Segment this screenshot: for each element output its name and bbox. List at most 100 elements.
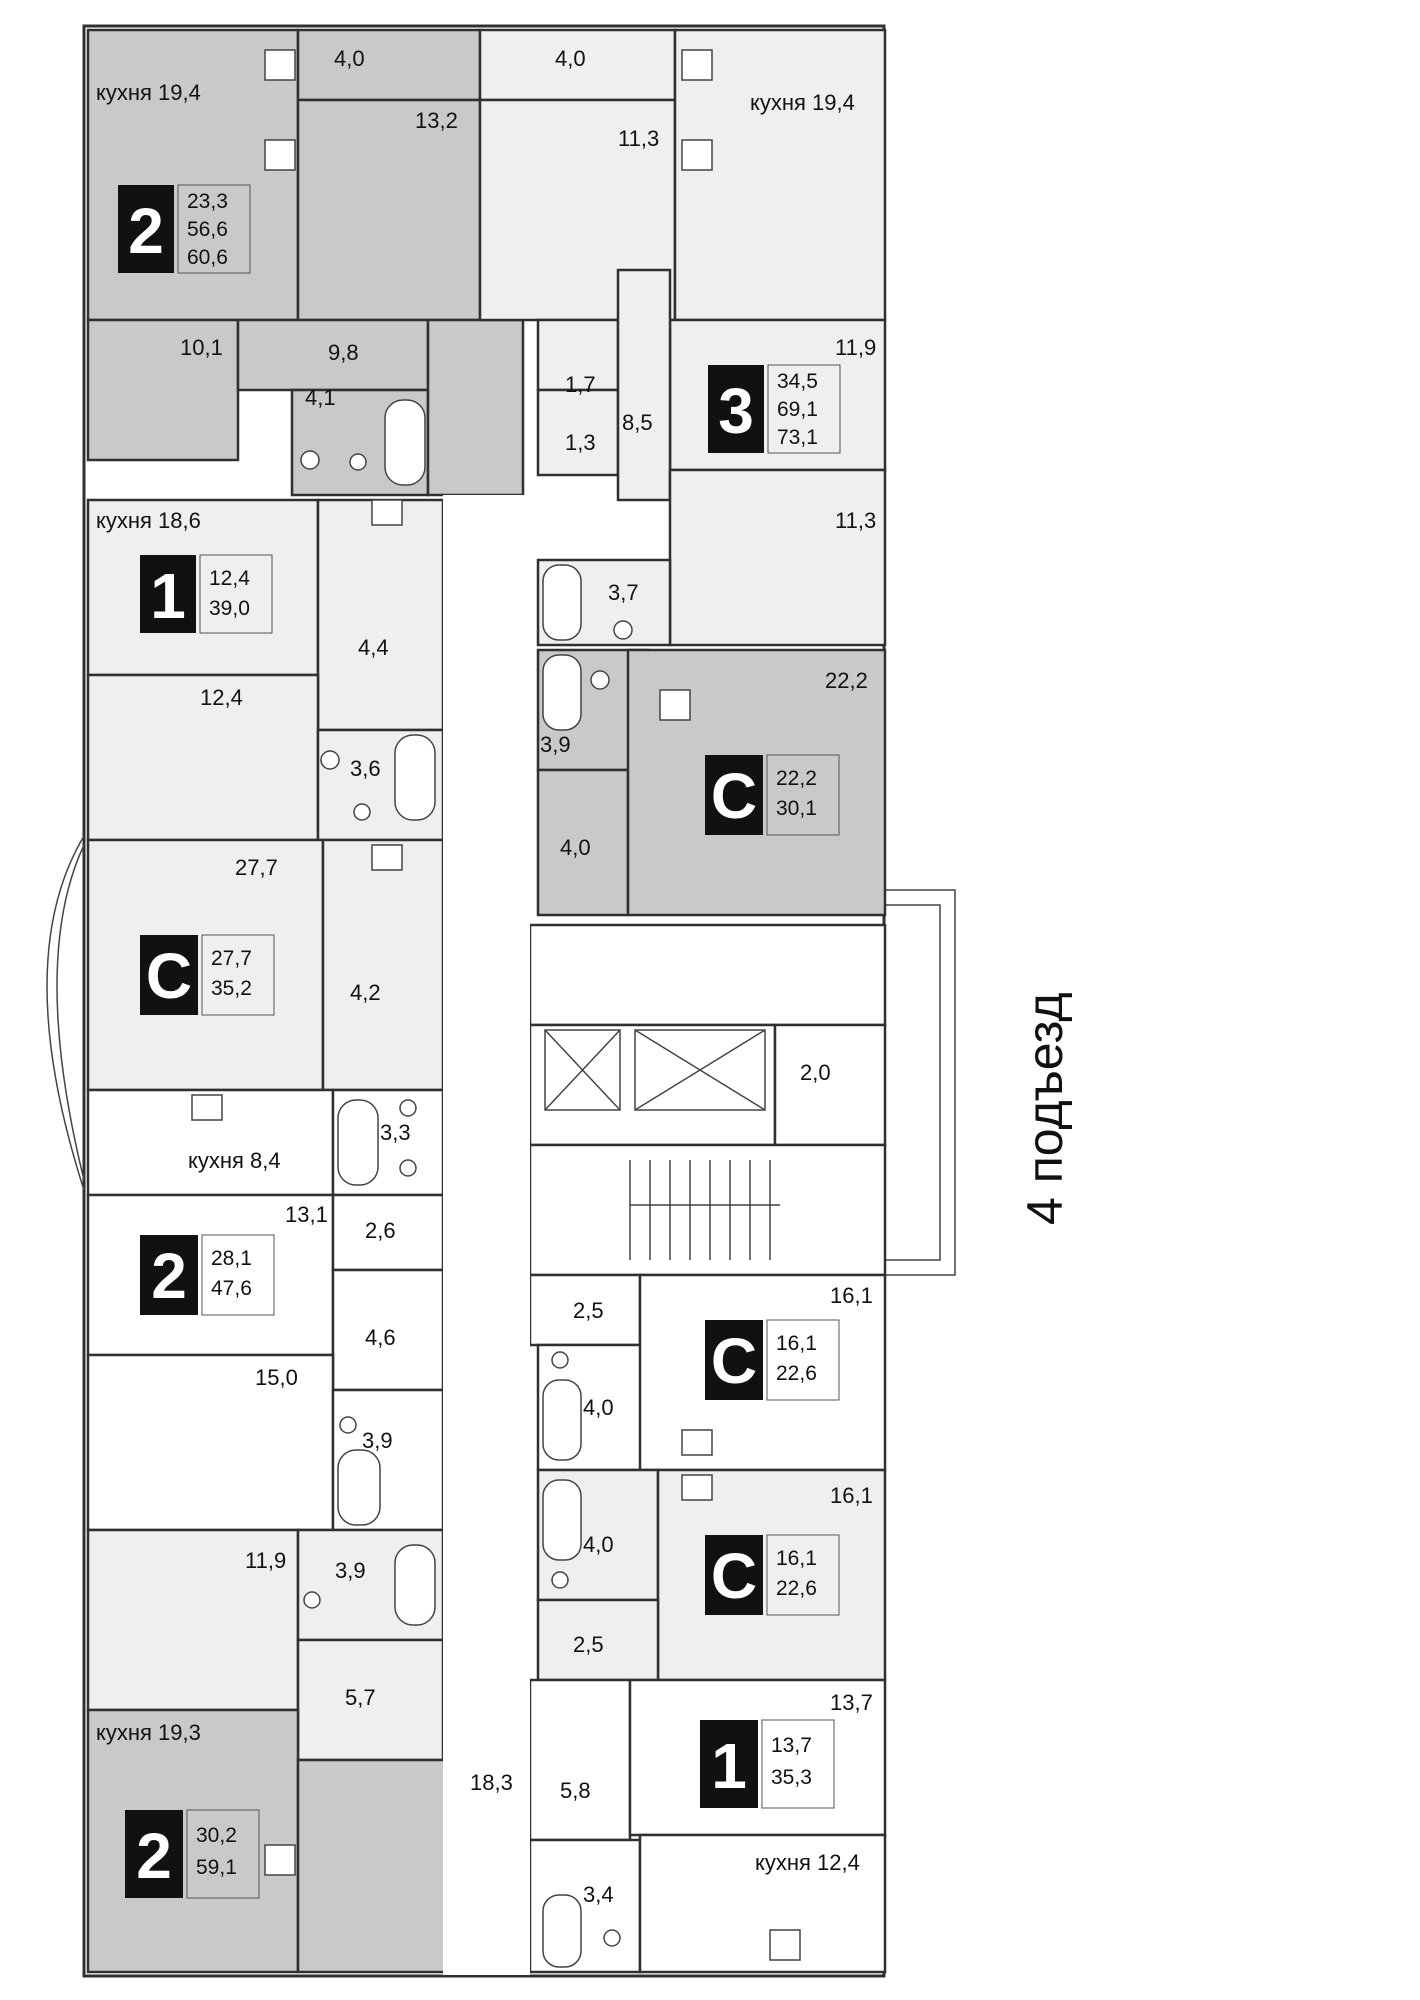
apt-a6-type: 2 (151, 1240, 187, 1312)
room-label: 4,0 (583, 1532, 614, 1557)
room-wc-a6 (331, 1193, 445, 1272)
room-label: 11,3 (618, 126, 659, 151)
room-label: 13,7 (830, 1690, 873, 1715)
room-hall-a4 (536, 768, 630, 917)
room-label: 13,1 (285, 1202, 328, 1227)
apt-a5-type: С (146, 940, 192, 1012)
room-label: кухня 19,4 (96, 80, 201, 105)
apt-a8-area-total: 22,6 (776, 1577, 817, 1600)
apt-a2[interactable]: 3 34,5 69,1 73,1 (708, 364, 841, 454)
room-label: 4,0 (334, 46, 365, 71)
room-hall-a9 (528, 1678, 632, 1842)
room-label: 4,4 (358, 635, 389, 660)
apt-a7-area-total: 22,6 (776, 1362, 817, 1385)
apt-a2-area-total: 69,1 (777, 398, 818, 421)
room-label: 16,1 (830, 1483, 873, 1508)
apt-a9-type: 1 (711, 1730, 747, 1802)
room-label: 4,6 (365, 1325, 396, 1350)
room-bedroom-a1 (296, 98, 482, 322)
apt-a5[interactable]: С 27,7 35,2 (140, 934, 275, 1016)
apt-a4-area-total: 30,1 (776, 797, 817, 820)
room-storage-a2 (536, 388, 620, 477)
apt-a10-area-total: 59,1 (196, 1856, 237, 1879)
room-main-a5 (86, 838, 325, 1092)
apt-a2-type: 3 (718, 375, 754, 447)
entrance-label: 4 подъезд (1017, 992, 1073, 1225)
room-living-a6 (86, 1353, 335, 1532)
apt-a4[interactable]: С 22,2 30,1 (705, 754, 840, 836)
room-label: 5,7 (345, 1685, 376, 1710)
room-hall-a8 (536, 1598, 660, 1682)
room-label: 4,2 (350, 980, 381, 1005)
room-label: 11,9 (245, 1548, 286, 1573)
room-bedroom-a6 (86, 1193, 335, 1357)
room-label: 3,9 (540, 732, 571, 757)
room-hall-a6 (331, 1268, 445, 1392)
room-bedroom-a3 (86, 673, 320, 842)
apt-a3[interactable]: 1 12,4 39,0 (140, 554, 273, 634)
entrance-porch-inner (885, 904, 941, 1261)
room-bedroom2-a2 (668, 468, 887, 647)
bay-window-inner (56, 844, 85, 1181)
room-label: кухня 19,4 (750, 90, 855, 115)
room-label: 15,0 (255, 1365, 298, 1390)
room-label: 10,1 (180, 335, 223, 360)
room-bedroom-a2 (478, 98, 677, 322)
apt-a6-area-total: 47,6 (211, 1277, 252, 1300)
room-label: 27,7 (235, 855, 278, 880)
apt-a8-type: С (711, 1540, 757, 1612)
room-label: 4,0 (560, 835, 591, 860)
stair-steps (629, 1160, 780, 1260)
room-hall-a3 (316, 498, 445, 732)
room-main-a8 (656, 1468, 887, 1682)
room-label: 9,8 (328, 340, 359, 365)
apartment-badges: 2 23,3 56,6 60,6 3 34,5 69,1 73,1 1 12,4… (118, 184, 841, 1899)
room-hall-a10 (296, 1638, 445, 1762)
apt-a9-area-living: 13,7 (771, 1734, 812, 1757)
entrance-porch (885, 889, 956, 1276)
room-label: 3,4 (583, 1882, 614, 1907)
corridor (443, 495, 530, 1975)
room-labels: 4,0 4,0 кухня 19,4 13,2 11,3 кухня 19,4 … (96, 46, 876, 1907)
apt-a1[interactable]: 2 23,3 56,6 60,6 (118, 184, 251, 274)
room-living-a1 (86, 318, 240, 462)
room-label: 2,0 (800, 1060, 831, 1085)
room-label: 5,8 (560, 1778, 591, 1803)
apt-a10[interactable]: 2 30,2 59,1 (125, 1809, 260, 1899)
room-label: 13,2 (415, 108, 458, 133)
room-label: 3,6 (350, 756, 381, 781)
apt-a1-type: 2 (128, 195, 164, 267)
apt-a2-area-living: 34,5 (777, 370, 818, 393)
apt-a10-type: 2 (136, 1820, 172, 1892)
room-utility (773, 1023, 887, 1147)
apt-a6[interactable]: 2 28,1 47,6 (140, 1234, 275, 1316)
apt-a9[interactable]: 1 13,7 35,3 (700, 1719, 835, 1809)
room-kitchen-a10 (86, 1708, 300, 1974)
apt-a1-area-total: 56,6 (187, 218, 228, 241)
room-label: 8,5 (622, 410, 653, 435)
apt-a6-area-living: 28,1 (211, 1247, 252, 1270)
room-label: 11,3 (835, 508, 876, 533)
room-label: кухня 12,4 (755, 1850, 860, 1875)
apt-a8[interactable]: С 16,1 22,6 (705, 1534, 840, 1616)
apt-a10-area-living: 30,2 (196, 1824, 237, 1847)
room-label: 16,1 (830, 1283, 873, 1308)
apt-a7-type: С (711, 1325, 757, 1397)
room-wc-a2 (536, 318, 620, 392)
room-balcony-a1 (296, 28, 482, 102)
room-label: 3,3 (380, 1120, 411, 1145)
staircase (528, 1143, 887, 1277)
apt-a3-type: 1 (150, 560, 186, 632)
room-kitchen-a9 (638, 1833, 887, 1974)
room-label: 3,9 (335, 1558, 366, 1583)
bay-window-outer (46, 835, 85, 1191)
room-label: 22,2 (825, 668, 868, 693)
room-label: 1,7 (565, 372, 596, 397)
fixtures (191, 49, 801, 1968)
room-label: 4,0 (555, 46, 586, 71)
lobby (528, 923, 887, 1027)
room-label: 18,3 (470, 1770, 513, 1795)
apt-a7[interactable]: С 16,1 22,6 (705, 1319, 840, 1401)
